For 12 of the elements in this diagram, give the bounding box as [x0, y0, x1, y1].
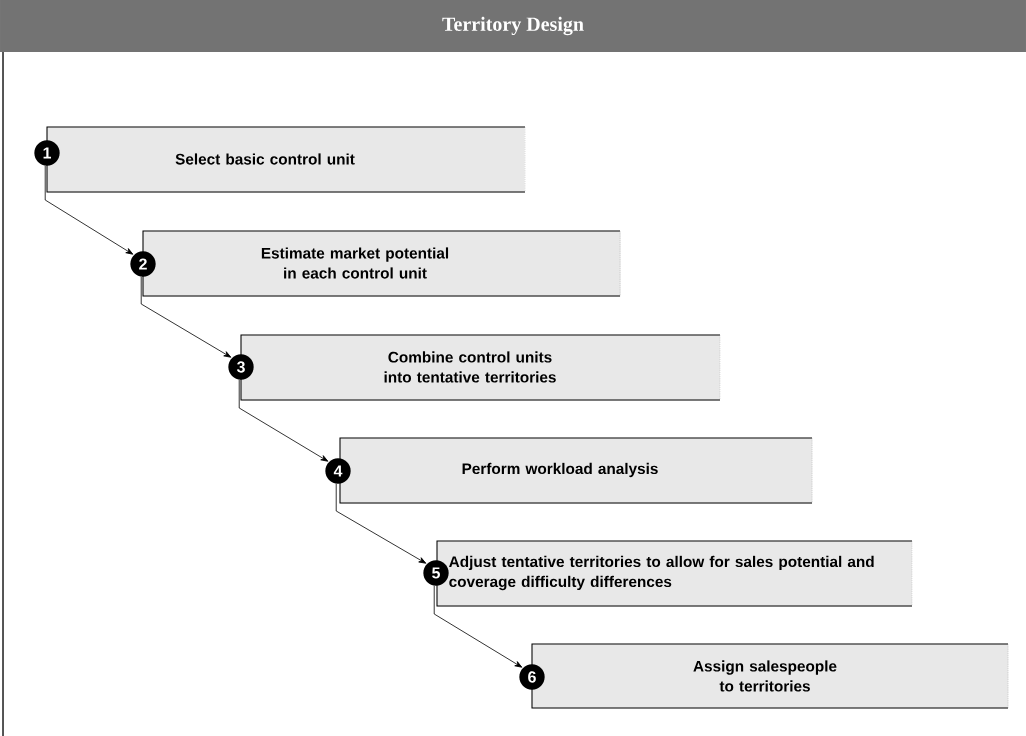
title-bar: Territory Design: [0, 0, 1026, 52]
step-number: 5: [423, 560, 449, 586]
arrow: [140, 276, 232, 358]
arrow: [44, 165, 134, 255]
step-number: 6: [519, 664, 545, 690]
arrow: [433, 585, 523, 668]
arrow: [238, 379, 329, 462]
step-number: 2: [130, 251, 156, 277]
arrow: [335, 483, 427, 564]
step-number: 4: [325, 458, 351, 484]
step-number: 1: [34, 140, 60, 166]
step-number: 3: [228, 354, 254, 380]
